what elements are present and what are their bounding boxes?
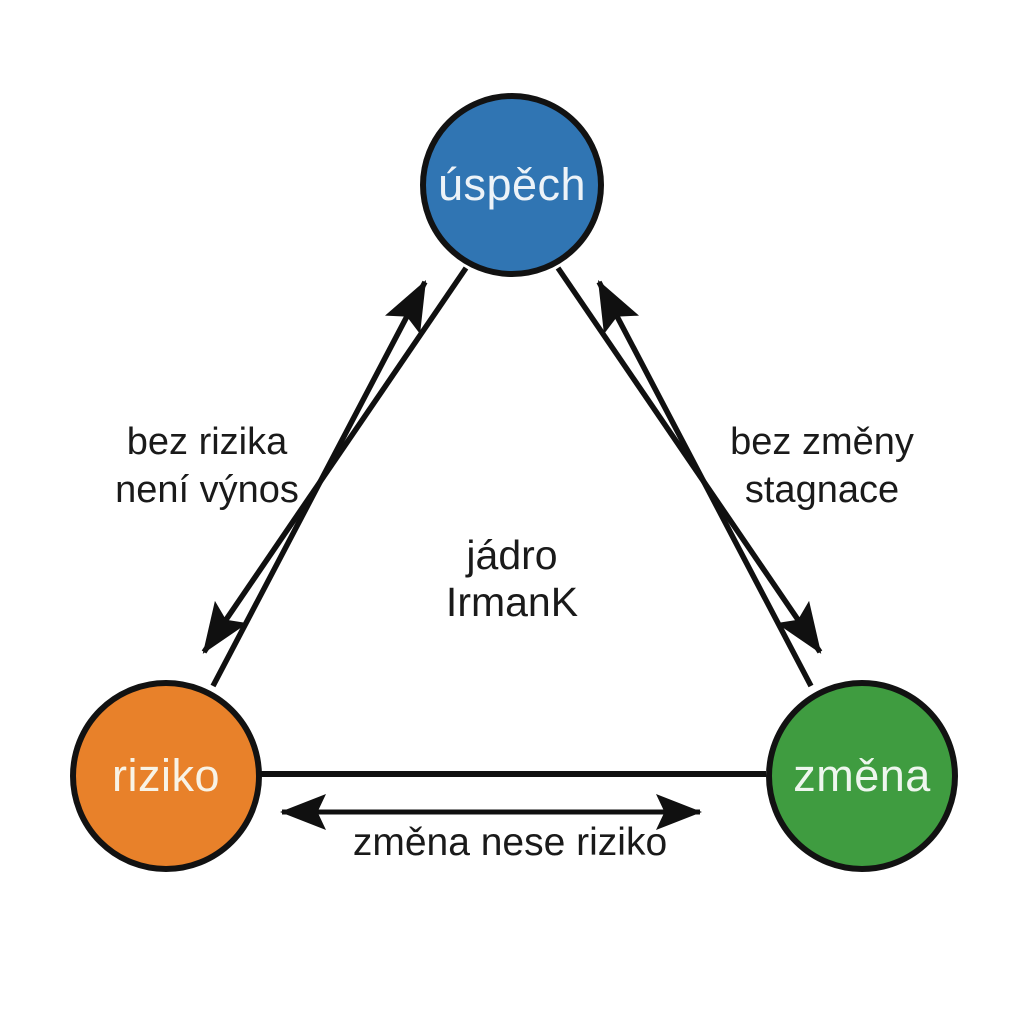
arrow-uspech-to-riziko bbox=[201, 266, 469, 654]
node-zmena-label: změna bbox=[793, 750, 931, 801]
edge-label-right-line1: bez změny bbox=[730, 421, 914, 463]
edge-label-bottom: změna nese riziko bbox=[352, 821, 668, 864]
node-riziko-label: riziko bbox=[111, 750, 220, 801]
node-riziko: riziko bbox=[70, 680, 262, 872]
center-label-line2: IrmanK bbox=[445, 579, 579, 625]
center-label-line1: jádro bbox=[466, 532, 558, 578]
edge-label-left-line1: bez rizika bbox=[126, 421, 288, 463]
edge-label-right: bez změny stagnace bbox=[662, 418, 982, 514]
node-uspech-label: úspěch bbox=[437, 159, 587, 210]
node-zmena: změna bbox=[766, 680, 958, 872]
edge-label-right-line2: stagnace bbox=[744, 469, 900, 511]
arrow-uspech-to-zmena bbox=[555, 266, 823, 654]
node-uspech: úspěch bbox=[420, 93, 604, 277]
edge-label-left: bez rizika není výnos bbox=[47, 418, 367, 514]
edge-label-left-line2: není výnos bbox=[115, 469, 299, 511]
center-label: jádro IrmanK bbox=[362, 532, 662, 626]
